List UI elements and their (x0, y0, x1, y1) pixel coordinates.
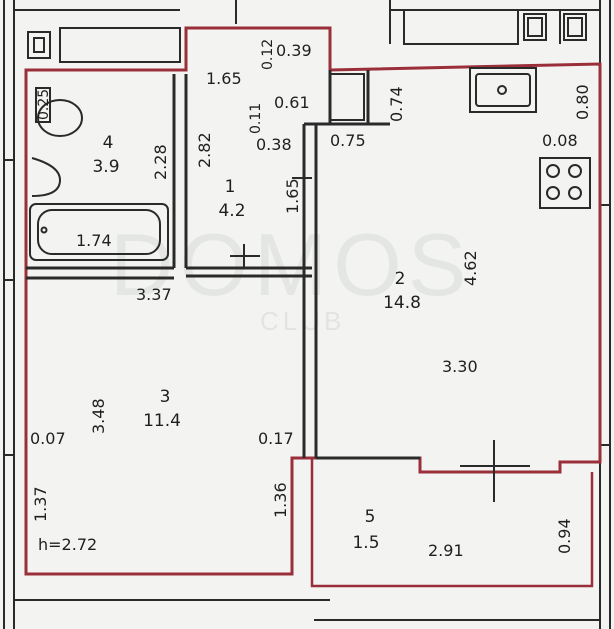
dim-007: 0.07 (30, 429, 66, 448)
dim-039: 0.39 (276, 41, 312, 60)
dim-094: 0.94 (555, 518, 574, 554)
room-number-4: 4 (103, 133, 114, 153)
interior-walls (26, 70, 420, 460)
room-area-2: 14.8 (383, 293, 421, 313)
toilet-icon (37, 99, 83, 137)
dim-348: 3.48 (89, 398, 108, 434)
room-number-3: 3 (160, 387, 171, 407)
balcony-outline (292, 456, 594, 588)
room-area-4: 3.9 (92, 157, 119, 177)
ceiling-height: h=2.72 (38, 535, 97, 554)
dim-061: 0.61 (274, 93, 310, 112)
dim-282: 2.82 (195, 132, 214, 168)
room-area-5: 1.5 (352, 533, 379, 553)
apartment-outline (24, 26, 602, 576)
dim-080: 0.80 (573, 84, 592, 120)
dim-075: 0.75 (330, 131, 366, 150)
watermark-sub: CLUB (260, 306, 345, 336)
dim-025: 0.25 (36, 89, 52, 120)
dim-291: 2.91 (428, 541, 464, 560)
sink-icon (31, 157, 62, 197)
room-number-1: 1 (225, 177, 236, 197)
kitchen-fixtures (329, 67, 591, 209)
room-area-1: 4.2 (218, 201, 245, 221)
bathtub-icon (29, 203, 169, 261)
dim-337: 3.37 (136, 285, 172, 304)
door-swings (230, 177, 530, 502)
kitchen-sink-icon (469, 67, 537, 113)
dim-011: 0.11 (248, 103, 264, 134)
room-area-3: 11.4 (143, 411, 181, 431)
room-labels: 1 4.2 2 14.8 3 11.4 4 3.9 5 1.5 (92, 133, 420, 553)
dim-008: 0.08 (542, 131, 578, 150)
dim-038: 0.38 (256, 135, 292, 154)
dim-137: 1.37 (31, 486, 50, 522)
dim-074: 0.74 (387, 86, 406, 122)
dim-136: 1.36 (271, 482, 290, 518)
neighbour-fixtures (27, 9, 587, 63)
dim-012: 0.12 (260, 39, 276, 70)
dim-017: 0.17 (258, 429, 294, 448)
watermark-main: DOMOS (110, 215, 472, 314)
dim-462: 4.62 (461, 250, 480, 286)
dim-165-mid: 1.65 (283, 178, 302, 214)
stove-icon (539, 157, 591, 209)
dimension-labels: 1.65 0.12 0.39 0.11 0.61 0.74 0.80 0.25 … (30, 39, 592, 560)
bathroom-fixtures (29, 87, 169, 261)
dim-330: 3.30 (442, 357, 478, 376)
dim-165-top: 1.65 (206, 69, 242, 88)
room-number-2: 2 (395, 269, 406, 289)
room-number-5: 5 (365, 507, 376, 527)
dim-228: 2.28 (151, 144, 170, 180)
dim-174: 1.74 (76, 231, 112, 250)
